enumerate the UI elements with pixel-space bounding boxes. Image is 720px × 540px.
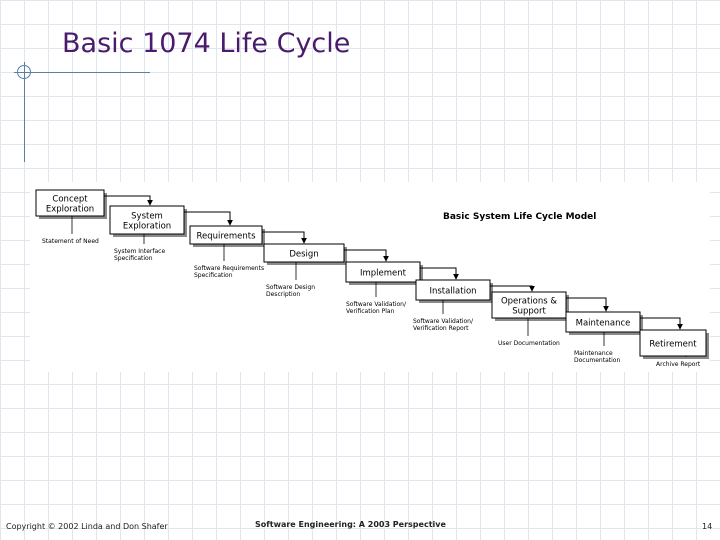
title-vertical-rule bbox=[24, 62, 25, 162]
stage-box-9: Retirement bbox=[639, 329, 709, 359]
stage-rect bbox=[109, 205, 185, 235]
stage-rect bbox=[415, 279, 491, 301]
stage-connector-arrow bbox=[104, 195, 153, 206]
stage-box-3: Requirements bbox=[189, 225, 265, 247]
stage-box-8: Maintenance bbox=[565, 311, 643, 335]
stage-label: Maintenance bbox=[576, 319, 631, 329]
output-label: Software Validation/Verification Plan bbox=[346, 301, 407, 315]
output-label: Archive Report bbox=[656, 361, 701, 368]
stage-label: Operations &Support bbox=[501, 297, 557, 317]
footer-page-number: 14 bbox=[702, 522, 713, 531]
stage-label: Implement bbox=[360, 269, 407, 279]
stage-connector-arrow bbox=[420, 267, 459, 280]
title-ornament-circle bbox=[17, 65, 31, 79]
stage-label: Requirements bbox=[196, 232, 256, 242]
stage-rect bbox=[491, 291, 567, 319]
stage-label: Installation bbox=[429, 287, 476, 297]
output-label: Statement of Need bbox=[42, 238, 99, 245]
stage-box-5: Implement bbox=[345, 261, 423, 285]
stage-label: Retirement bbox=[649, 340, 697, 350]
stage-label: Design bbox=[289, 250, 318, 260]
slide-title: Basic 1074 Life Cycle bbox=[62, 28, 351, 59]
stage-connector-arrow bbox=[566, 297, 609, 312]
stage-rect bbox=[35, 189, 105, 217]
output-label: Software Validation/Verification Report bbox=[413, 318, 474, 332]
stage-rect bbox=[189, 225, 263, 245]
stage-box-7: Operations &Support bbox=[491, 291, 569, 321]
stage-rect bbox=[345, 261, 421, 283]
stage-box-6: Installation bbox=[415, 279, 493, 303]
stage-connector-arrow bbox=[490, 285, 535, 292]
stage-connector-arrow bbox=[344, 249, 389, 262]
output-label: User Documentation bbox=[498, 340, 560, 347]
stage-rect bbox=[639, 329, 707, 357]
stage-rect bbox=[565, 311, 641, 333]
footer-book-title: Software Engineering: A 2003 Perspective bbox=[255, 520, 446, 529]
stage-box-4: Design bbox=[263, 243, 347, 265]
stage-rect bbox=[263, 243, 345, 263]
footer-copyright: Copyright © 2002 Linda and Don Shafer bbox=[6, 522, 168, 531]
title-underline bbox=[14, 72, 150, 73]
diagram-heading: Basic System Life Cycle Model bbox=[443, 212, 596, 222]
stage-connector-arrow bbox=[640, 317, 683, 330]
stage-connector-arrow bbox=[262, 231, 307, 244]
stage-connector-arrow bbox=[184, 211, 233, 226]
